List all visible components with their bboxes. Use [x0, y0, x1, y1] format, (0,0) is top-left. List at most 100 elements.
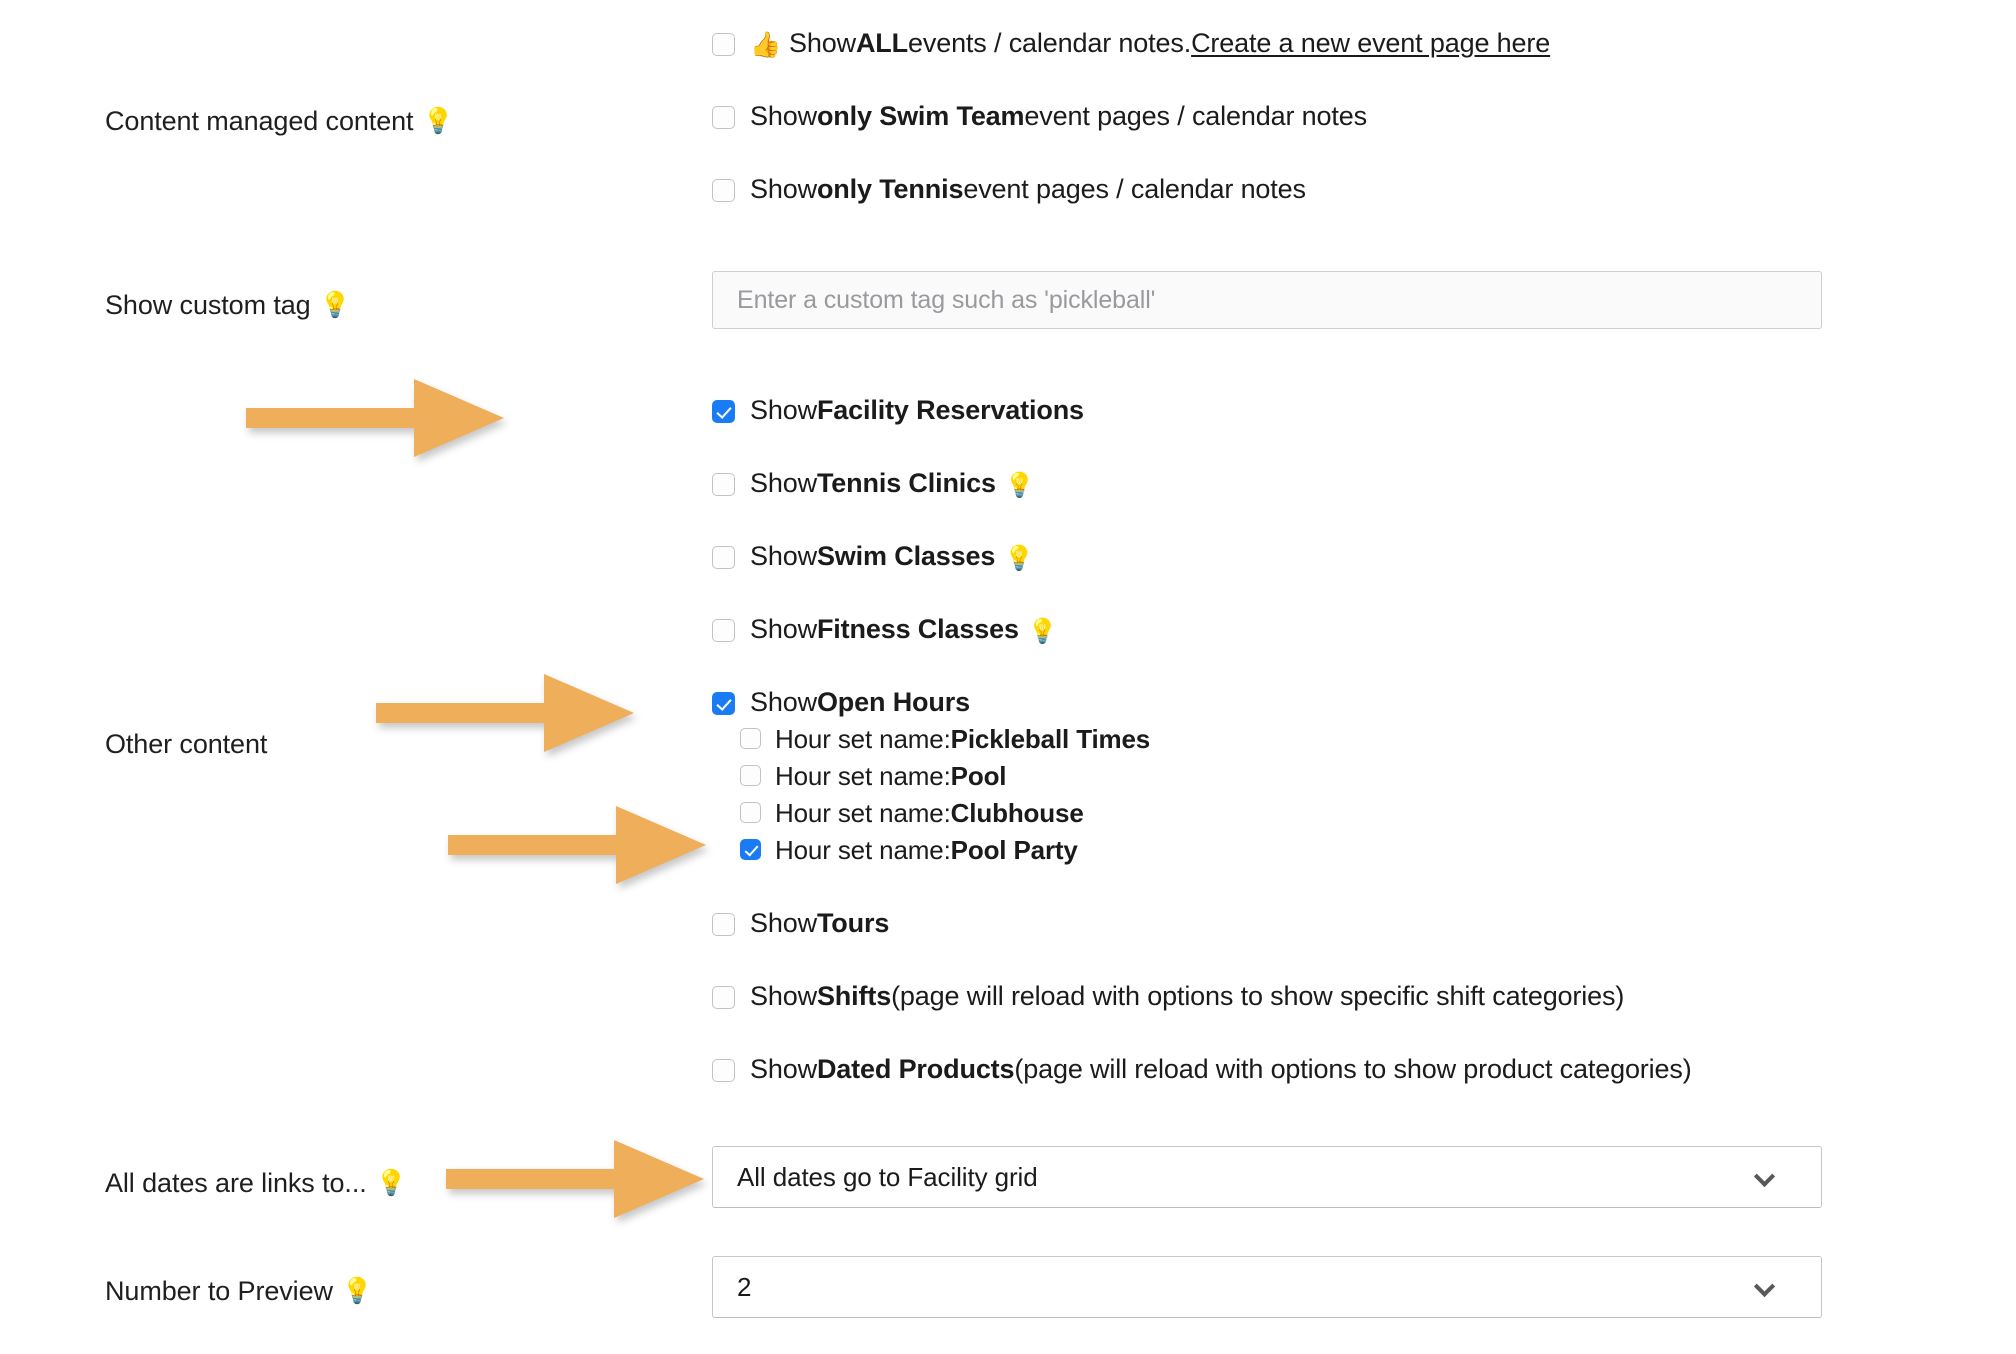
checkbox-row-show-swim-classes[interactable]: Show Swim Classes💡 [712, 542, 1034, 572]
part: Show [750, 614, 817, 644]
part: only Swim Team [816, 101, 1025, 131]
checkbox-show-dated-products[interactable] [712, 1059, 735, 1082]
checkbox-show-only-tennis[interactable] [712, 179, 735, 202]
checkbox-show-swim-classes[interactable] [712, 546, 735, 569]
checkbox-row-hour-set-clubhouse[interactable]: Hour set name: Clubhouse [740, 800, 1084, 827]
checkbox-show-fitness-classes[interactable] [712, 619, 735, 642]
checkbox-row-show-only-tennis[interactable]: Show only Tennis event pages / calendar … [712, 174, 1306, 204]
label-text: Other content [105, 729, 268, 759]
checkbox-hour-set-pool-party[interactable] [740, 839, 761, 860]
arrow-shape [448, 806, 706, 884]
label-content-managed-content: Content managed content 💡 [105, 106, 454, 136]
lightbulb-icon: 💡 [375, 1169, 407, 1197]
part: Hour set name: [775, 835, 951, 865]
create-event-page-link[interactable]: Create a new event page here [1191, 28, 1551, 58]
select-value: 2 [737, 1271, 752, 1302]
checkbox-row-show-tours[interactable]: Show Tours [712, 908, 889, 938]
lightbulb-icon: 💡 [1027, 618, 1058, 645]
arrow-shape [446, 1140, 704, 1218]
checkbox-row-show-tennis-clinics[interactable]: Show Tennis Clinics 💡 [712, 468, 1035, 499]
custom-tag-input[interactable]: Enter a custom tag such as 'pickleball' [712, 271, 1822, 329]
checkbox-show-tennis-clinics[interactable] [712, 473, 735, 496]
checkbox-hour-set-clubhouse[interactable] [740, 802, 761, 823]
label-all-dates-are-links-to: All dates are links to... 💡 [105, 1170, 407, 1197]
checkbox-label: Show Shifts (page will reload with optio… [750, 981, 1625, 1011]
part: Tennis Clinics [816, 468, 996, 498]
checkbox-label: Hour set name: Pool [775, 761, 1007, 791]
thumbs-up-icon: 👍 [750, 31, 781, 59]
lightbulb-icon: 💡 [319, 291, 351, 319]
checkbox-row-show-dated-products[interactable]: Show Dated Products (page will reload wi… [712, 1054, 1692, 1084]
checkbox-row-hour-set-pool-party[interactable]: Hour set name: Pool Party [740, 837, 1078, 864]
number-to-preview-select[interactable]: 2 [712, 1256, 1822, 1318]
checkbox-row-show-shifts[interactable]: Show Shifts (page will reload with optio… [712, 981, 1625, 1011]
label-show-custom-tag: Show custom tag 💡 [105, 292, 351, 319]
part: Show [750, 908, 817, 938]
label-text: Content managed content [105, 106, 414, 136]
checkbox-show-all-events[interactable] [712, 33, 735, 56]
part: Facility Reservations [816, 395, 1084, 425]
checkbox-label: 👍 Show ALL events / calendar notes. Crea… [750, 28, 1551, 59]
checkbox-label: Show only Swim Team event pages / calend… [750, 101, 1367, 131]
checkbox-row-hour-set-pool[interactable]: Hour set name: Pool [740, 761, 1007, 791]
part: Shifts [816, 981, 892, 1011]
checkbox-label: Show Dated Products (page will reload wi… [750, 1054, 1692, 1084]
part: Show [788, 28, 856, 58]
checkbox-label: Hour set name: Clubhouse [775, 800, 1084, 827]
checkbox-label: Hour set name: Pickleball Times [775, 726, 1150, 753]
label-other-content: Other content [105, 731, 267, 758]
checkbox-show-facility-reservations[interactable] [712, 400, 735, 423]
chevron-down-icon [1755, 1167, 1775, 1187]
checkbox-hour-set-pickleball-times[interactable] [740, 728, 761, 749]
checkbox-label: Show only Tennis event pages / calendar … [750, 174, 1306, 204]
lightbulb-icon: 💡 [1004, 545, 1034, 572]
all-dates-links-select[interactable]: All dates go to Facility grid [712, 1146, 1822, 1208]
checkbox-show-shifts[interactable] [712, 986, 735, 1009]
part: Show [750, 468, 817, 498]
lightbulb-icon: 💡 [422, 107, 454, 135]
part: Show [750, 174, 817, 204]
label-text: Number to Preview [105, 1276, 333, 1306]
chevron-down-icon [1755, 1277, 1775, 1297]
checkbox-label: Show Tours [750, 908, 889, 938]
part: Pool [950, 761, 1007, 791]
checkbox-hour-set-pool[interactable] [740, 765, 761, 786]
arrow-shape [376, 674, 634, 752]
part: event pages / calendar notes [963, 174, 1306, 204]
checkbox-label: Show Open Hours [750, 687, 970, 717]
part: Show [750, 687, 817, 717]
part: event pages / calendar notes [1024, 101, 1367, 131]
part: Show [750, 1054, 817, 1084]
part: Hour set name: [775, 724, 951, 754]
checkbox-row-show-all-events[interactable]: 👍 Show ALL events / calendar notes. Crea… [712, 28, 1551, 59]
checkbox-label: Show Tennis Clinics 💡 [750, 468, 1035, 499]
checkbox-row-show-open-hours[interactable]: Show Open Hours [712, 687, 970, 717]
checkbox-label: Show Facility Reservations [750, 395, 1084, 425]
label-text: All dates are links to... [105, 1168, 367, 1198]
part: Hour set name: [775, 798, 951, 828]
label-number-to-preview: Number to Preview 💡 [105, 1278, 373, 1305]
arrow-shape [246, 379, 504, 457]
part: events / calendar notes. [907, 28, 1192, 58]
part: Pool Party [950, 835, 1078, 865]
lightbulb-icon: 💡 [341, 1277, 373, 1305]
arrow-all-dates-links [446, 1136, 706, 1222]
checkbox-show-tours[interactable] [712, 913, 735, 936]
checkbox-show-only-swim-team[interactable] [712, 106, 735, 129]
part: Pickleball Times [950, 724, 1151, 754]
arrow-pool-party [448, 802, 708, 888]
part: Show [750, 101, 817, 131]
lightbulb-icon: 💡 [1004, 472, 1035, 499]
part: Clubhouse [950, 798, 1084, 828]
checkbox-show-open-hours[interactable] [712, 692, 735, 715]
checkbox-row-show-fitness-classes[interactable]: Show Fitness Classes💡 [712, 614, 1058, 645]
part: Hour set name: [775, 761, 951, 791]
part: Show [750, 981, 817, 1011]
part: only Tennis [816, 174, 964, 204]
part: (page will reload with options to show s… [891, 981, 1625, 1011]
checkbox-row-show-facility-reservations[interactable]: Show Facility Reservations [712, 395, 1084, 425]
checkbox-row-show-only-swim-team[interactable]: Show only Swim Team event pages / calend… [712, 101, 1367, 131]
checkbox-row-hour-set-pickleball-times[interactable]: Hour set name: Pickleball Times [740, 726, 1150, 753]
label-text: Show custom tag [105, 290, 311, 320]
